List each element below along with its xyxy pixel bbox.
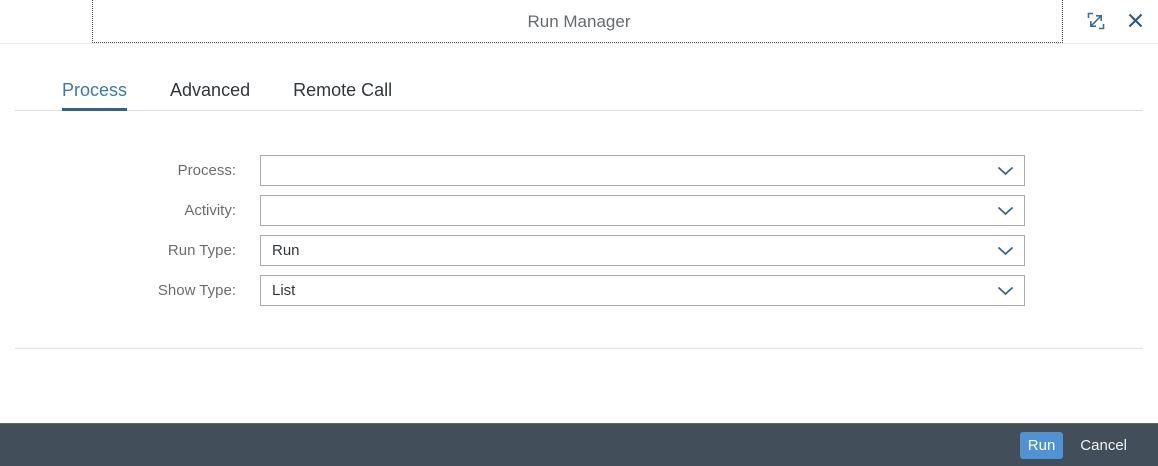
content-divider [15,348,1143,349]
run-button[interactable]: Run [1019,431,1064,459]
chevron-down-icon[interactable] [995,244,1016,258]
close-icon [1127,12,1144,32]
chevron-down-icon[interactable] [995,204,1016,218]
dialog-footer: Run Cancel [0,423,1158,466]
run-type-value: Run [272,242,300,259]
show-type-label: Show Type: [157,282,236,299]
activity-label: Activity: [184,202,236,219]
resize-button[interactable] [1083,8,1109,37]
tab-remote-call-label: Remote Call [293,80,393,100]
chevron-down-icon[interactable] [995,164,1016,178]
show-type-combobox[interactable]: List [260,275,1025,306]
dialog-header[interactable]: Run Manager [0,0,1158,44]
form-area: Process: Activity: [0,111,1158,306]
tab-process[interactable]: Process [62,75,128,111]
form-row-run-type: Run Type: Run [0,235,1158,266]
show-type-value: List [272,282,296,299]
dialog-title: Run Manager [527,12,631,31]
tab-remote-call[interactable]: Remote Call [293,75,392,111]
tab-advanced-label: Advanced [170,80,251,100]
header-actions [1083,0,1146,44]
tab-advanced[interactable]: Advanced [170,75,250,111]
cancel-button[interactable]: Cancel [1080,436,1127,454]
run-type-combobox[interactable]: Run [260,235,1025,266]
activity-combobox[interactable] [260,195,1025,226]
resize-icon [1085,10,1107,35]
tab-bar: Process Advanced Remote Call [15,75,1143,111]
form-row-show-type: Show Type: List [0,275,1158,306]
process-label: Process: [177,162,236,179]
close-button[interactable] [1125,10,1146,34]
form-row-activity: Activity: [0,195,1158,226]
tab-process-label: Process [62,80,128,100]
run-type-label: Run Type: [167,242,236,259]
process-combobox[interactable] [260,155,1025,186]
form-row-process: Process: [0,155,1158,186]
chevron-down-icon[interactable] [995,284,1016,298]
